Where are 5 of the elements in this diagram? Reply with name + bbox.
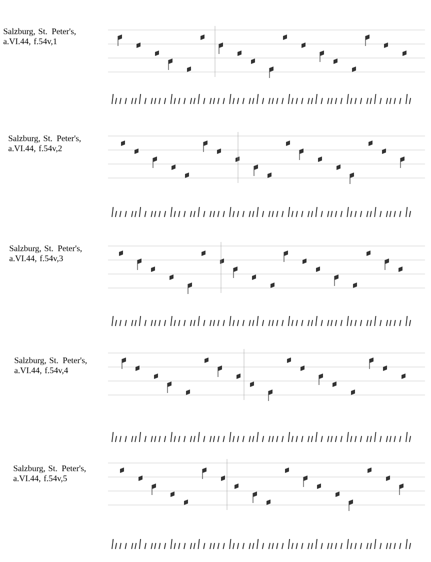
source-label: Salzburg, St. Peter's, a.VI.44, f.54v,2 [8, 135, 81, 152]
source-label: Salzburg, St. Peter's, a.VI.44, f.54v,4 [14, 357, 87, 374]
source-label: Salzburg, St. Peter's, a.VI.44, f.54v,5 [14, 465, 86, 482]
source-label: Salzburg, St. Peter's, a.VI.44, f.54v,1 [4, 28, 76, 46]
source-label: Salzburg, St. Peter's, a.VI.44, f.54v,3 [10, 245, 82, 262]
